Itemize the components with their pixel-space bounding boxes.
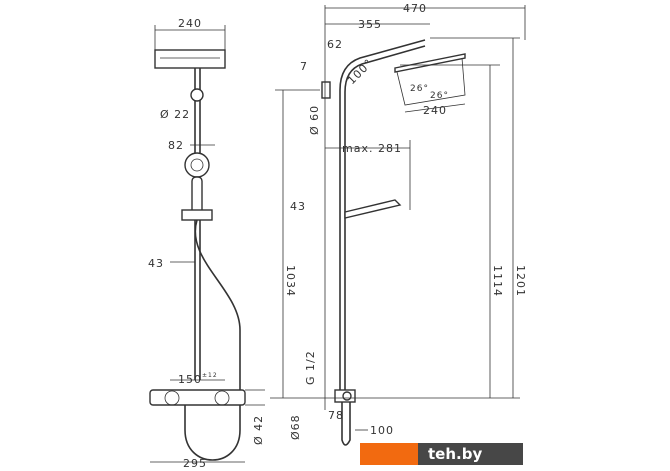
dim-height-bracket: 1034 [284, 265, 297, 297]
thermostat-mixer-front [149, 389, 246, 406]
dim-escutcheon-diameter: Ø68 [289, 414, 302, 440]
dim-arm-angle: 100° [345, 56, 376, 87]
dim-arm-offset: 62 [327, 38, 343, 51]
overhead-shower-side [394, 53, 466, 73]
spray-angle-right: 26° [430, 91, 449, 101]
dim-wall-distance-side: 43 [290, 200, 306, 213]
dim-bracket-diameter: Ø 60 [308, 105, 321, 135]
dim-connection-spacing: 150 [178, 373, 202, 386]
dim-height-head: 1114 [491, 265, 504, 297]
dim-mixer-diameter: Ø 42 [252, 415, 265, 445]
dim-max-slide: max. 281 [342, 142, 402, 155]
dim-offset-small: 7 [300, 60, 308, 73]
dim-tolerance: ±12 [202, 372, 218, 379]
watermark-logo: teh.by [418, 443, 523, 465]
dim-head-width-side: 240 [423, 104, 447, 117]
dim-mixer-depth: 78 [328, 409, 344, 422]
dim-mixer-width: 295 [183, 457, 207, 470]
dim-pipe-diameter: Ø 22 [160, 108, 190, 121]
dim-head-width: 240 [178, 17, 202, 30]
hand-shower-side [344, 199, 402, 219]
side-view: 26° 26° 240 470 355 62 7 100° Ø 60 max. … [270, 2, 527, 446]
dim-hand-shower: 82 [168, 139, 184, 152]
hand-shower-front [184, 152, 210, 178]
dim-outlet-depth: 100 [370, 424, 394, 437]
dim-height-total: 1201 [514, 265, 527, 297]
dim-total-projection: 470 [403, 2, 427, 15]
overhead-shower-front [154, 49, 226, 69]
dim-arm-projection: 355 [358, 18, 382, 31]
front-view: 240 Ø 22 82 43 150 ±12 Ø 42 295 [148, 17, 265, 470]
spray-angle-left: 26° [410, 84, 429, 94]
dim-thread: G 1/2 [304, 350, 317, 385]
wall-bracket [321, 81, 331, 99]
watermark-logo-mark [360, 443, 418, 465]
dim-wall-distance-front: 43 [148, 257, 164, 270]
